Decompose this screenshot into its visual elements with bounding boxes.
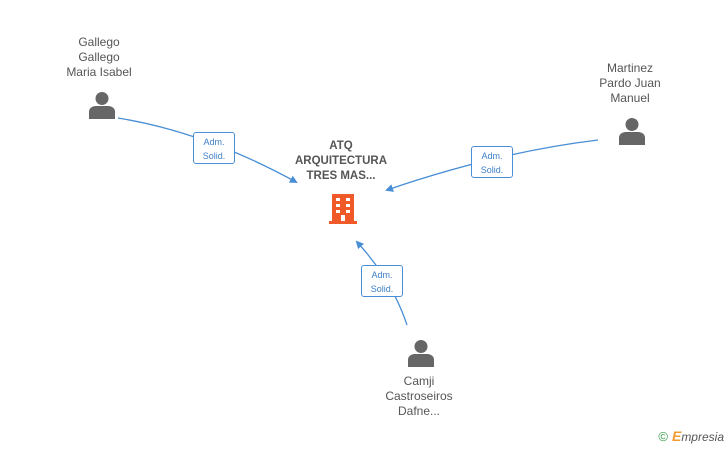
relation-badge-camji[interactable]: Adm. Solid.: [361, 265, 403, 297]
empresia-watermark: ©Empresia: [658, 428, 724, 444]
building-icon[interactable]: [327, 193, 359, 225]
person-name-gallego[interactable]: Gallego Gallego Maria Isabel: [66, 35, 132, 79]
person-icon[interactable]: [617, 116, 647, 146]
relation-badge-martinez[interactable]: Adm. Solid.: [471, 146, 513, 178]
copyright-symbol: ©: [658, 429, 668, 444]
person-name-camji[interactable]: Camji Castroseiros Dafne...: [385, 374, 453, 418]
person-icon[interactable]: [87, 90, 117, 120]
brand-name: mpresia: [681, 430, 724, 444]
person-name-martinez[interactable]: Martinez Pardo Juan Manuel: [599, 61, 661, 105]
relation-badge-gallego[interactable]: Adm. Solid.: [193, 132, 235, 164]
person-icon[interactable]: [406, 338, 436, 368]
company-name[interactable]: ATQ ARQUITECTURA TRES MAS...: [295, 140, 387, 182]
brand-initial: E: [671, 428, 682, 444]
